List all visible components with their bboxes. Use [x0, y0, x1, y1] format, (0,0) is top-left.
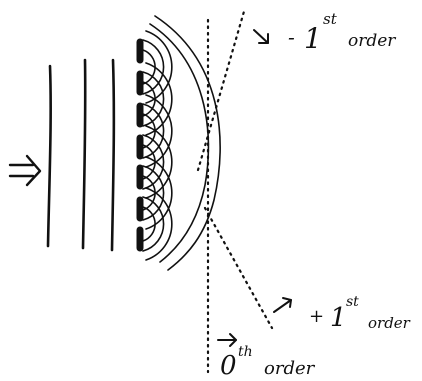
label-minus-first-suffix: st — [323, 10, 338, 28]
diffraction-order-beams — [196, 6, 274, 374]
incident-wave-arrow — [8, 154, 42, 187]
zeroth-arrow — [217, 333, 237, 347]
beam-minus-first — [196, 6, 247, 172]
label-minus-first-word: order — [348, 31, 396, 51]
label-zeroth-word: order — [264, 358, 316, 379]
wavefront-1 — [46, 64, 52, 248]
wavefront-3 — [110, 58, 116, 252]
label-minus-first-sign: - — [288, 25, 295, 49]
plus-first-arrow — [273, 297, 292, 313]
label-plus-first-word: order — [368, 314, 411, 332]
wavefront-2 — [81, 58, 87, 250]
label-zeroth-suffix: th — [238, 344, 253, 360]
label-zeroth-number: 0 — [220, 351, 237, 381]
label-plus-first-suffix: st — [346, 294, 359, 310]
order-arrows — [217, 29, 292, 347]
label-plus-first-sign: + — [309, 306, 324, 327]
beam-plus-first — [203, 206, 274, 330]
label-plus-first-number: 1 — [330, 303, 347, 333]
incident-wavefronts — [46, 58, 116, 252]
label-minus-first-number: 1 — [304, 22, 322, 55]
diffracted-wavelets — [142, 15, 221, 271]
minus-first-arrow — [253, 29, 269, 44]
